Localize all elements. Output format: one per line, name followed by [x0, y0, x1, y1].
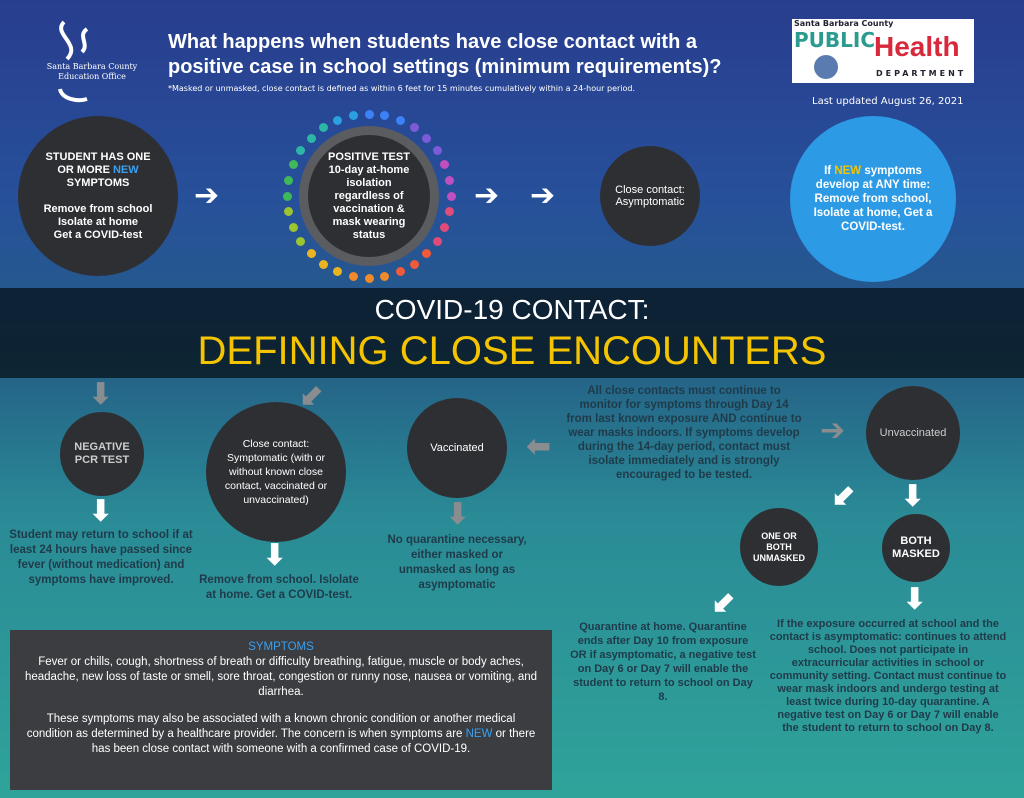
arrow-down-left-icon: ⬋: [832, 477, 858, 512]
ring-dot: [410, 259, 420, 269]
ring-dot: [422, 133, 432, 143]
logo-county: Santa Barbara County: [794, 19, 894, 28]
ring-dot: [348, 111, 358, 121]
ring-dot: [440, 160, 450, 170]
ring-dot: [296, 145, 306, 155]
logo-department: DEPARTMENT: [876, 69, 967, 78]
ring-dot: [364, 273, 374, 283]
outcome-quarantine-home: Quarantine at home. Quarantine ends afte…: [570, 621, 756, 703]
node-vaccinated: Vaccinated: [407, 398, 507, 498]
arrow-down-icon: ⬇: [88, 377, 114, 412]
county-seal-icon: [814, 55, 838, 79]
symptoms-heading: SYMPTOMS: [248, 641, 314, 653]
ring-dot: [318, 259, 328, 269]
swoosh-logo-icon: [58, 20, 89, 103]
node-negative-pcr: NEGATIVE PCR TEST: [60, 412, 144, 496]
ring-dot: [333, 267, 343, 277]
overlay-title-line-1: COVID-19 CONTACT:: [374, 294, 650, 325]
logo-public: PUBLIC: [794, 28, 876, 52]
outcome-return-to-school: Student may return to school if at least…: [9, 529, 193, 586]
ring-dot: [444, 207, 454, 217]
node-unvaccinated: Unvaccinated: [866, 386, 960, 480]
monitor-instructions: All close contacts must continue to moni…: [566, 385, 802, 481]
ring-dot: [446, 191, 456, 201]
node-one-unmasked-circle: ONE OR BOTH UNMASKED: [740, 508, 818, 586]
logo-health: Health: [874, 31, 960, 62]
org-name: Santa Barbara County Education Office: [46, 62, 138, 81]
arrow-right-icon: ➔: [530, 178, 556, 213]
ring-dot: [333, 115, 343, 125]
arrow-down-icon: ⬇: [902, 582, 928, 617]
arrow-right-icon: ➔: [474, 178, 500, 213]
symptoms-list: Fever or chills, cough, shortness of bre…: [24, 656, 538, 698]
node-close-asymptomatic: Close contact: Asymptomatic: [600, 146, 700, 246]
ring-dot: [284, 175, 294, 185]
ring-dot: [284, 207, 294, 217]
ring-dot: [318, 123, 328, 133]
ring-dot: [348, 271, 358, 281]
arrow-left-icon: ⬅: [526, 429, 552, 464]
ring-dot: [288, 222, 298, 232]
outcome-no-quarantine: No quarantine necessary, either masked o…: [387, 534, 527, 591]
title-overlay: COVID-19 CONTACT: DEFINING CLOSE ENCOUNT…: [0, 288, 1024, 378]
ring-dot: [422, 249, 432, 259]
ring-dot: [410, 123, 420, 133]
ring-dot: [444, 175, 454, 185]
node-close-symptomatic: Close contact: Symptomatic (with or with…: [206, 402, 346, 542]
education-office-logo: Santa Barbara County Education Office: [42, 14, 142, 106]
overlay-title-line-2: DEFINING CLOSE ENCOUNTERS: [197, 329, 827, 373]
footnote: *Masked or unmasked, close contact is de…: [168, 84, 636, 93]
ring-dot: [395, 115, 405, 125]
arrow-down-left-icon: ⬋: [300, 377, 326, 412]
ring-dot: [296, 237, 306, 247]
public-health-logo: Santa Barbara County PUBLIC Health DEPAR…: [792, 19, 974, 83]
ring-dot: [306, 249, 316, 259]
page-title: What happens when students have close co…: [168, 30, 721, 80]
arrow-down-icon: ⬇: [900, 479, 926, 514]
outcome-remove-from-school: Remove from school. Islolate at home. Ge…: [199, 574, 359, 601]
arrow-down-left-icon: ⬋: [712, 584, 738, 619]
ring-dot: [282, 191, 292, 201]
node-new-symptoms: If NEW symptoms develop at ANY time: Rem…: [790, 116, 956, 282]
ring-dot: [432, 237, 442, 247]
arrow-right-icon: ➔: [820, 413, 846, 448]
outcome-masked-at-school: If the exposure occurred at school and t…: [769, 618, 1007, 734]
symptoms-note: These symptoms may also be associated wi…: [26, 713, 536, 755]
arrow-down-icon: ⬇: [88, 494, 114, 529]
ring-dot: [440, 222, 450, 232]
ring-dot: [364, 109, 374, 119]
ring-dot: [432, 145, 442, 155]
ring-dot: [395, 267, 405, 277]
ring-dot: [380, 271, 390, 281]
ring-dot: [288, 160, 298, 170]
arrow-down-icon: ⬇: [262, 538, 288, 573]
arrow-down-icon: ⬇: [445, 497, 471, 532]
ring-dot: [306, 133, 316, 143]
symptoms-box: SYMPTOMS Fever or chills, cough, shortne…: [10, 630, 552, 790]
title-line-2: positive case in school settings (minimu…: [168, 56, 722, 78]
node-both-masked: BOTH MASKED: [882, 514, 950, 582]
title-line-1: What happens when students have close co…: [168, 31, 697, 53]
arrow-right-icon: ➔: [194, 178, 220, 213]
last-updated: Last updated August 26, 2021: [812, 96, 964, 107]
ring-dot: [380, 111, 390, 121]
